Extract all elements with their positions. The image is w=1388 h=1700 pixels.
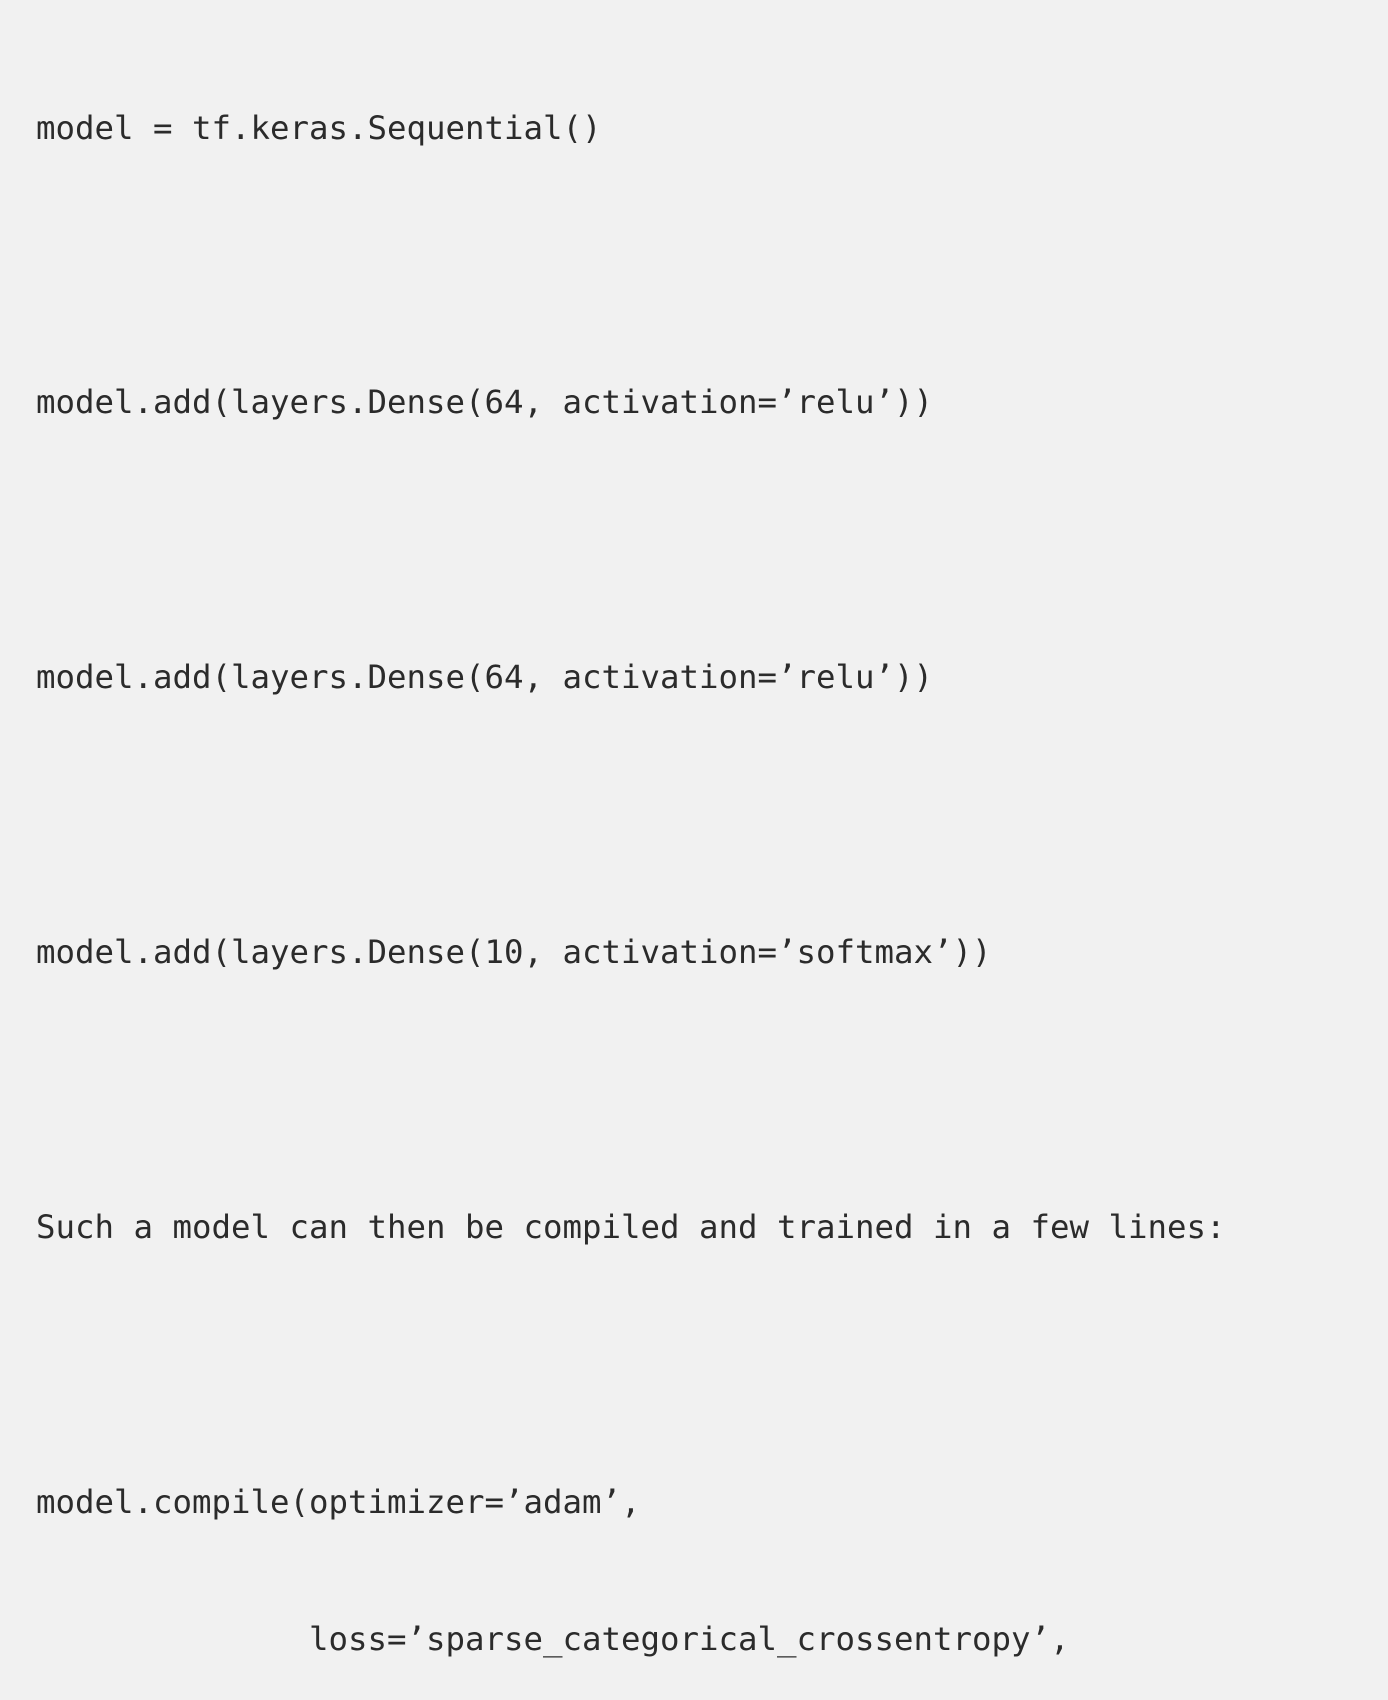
blank-line: [36, 518, 1388, 564]
blank-line: [36, 1067, 1388, 1113]
code-line: model.add(layers.Dense(64, activation=’r…: [36, 658, 934, 697]
code-block: model = tf.keras.Sequential() model.add(…: [36, 14, 1388, 1700]
prose-line: Such a model can then be compiled and tr…: [36, 1207, 1226, 1246]
code-snippet-page: model = tf.keras.Sequential() model.add(…: [36, 108, 1226, 1658]
code-line: model.add(layers.Dense(64, activation=’r…: [36, 383, 934, 422]
blank-line: [36, 793, 1388, 839]
blank-line: [36, 1342, 1388, 1388]
code-line: loss=’sparse_categorical_crossentropy’,: [36, 1619, 1070, 1658]
code-line: model.compile(optimizer=’adam’,: [36, 1482, 641, 1521]
code-line: model = tf.keras.Sequential(): [36, 108, 602, 147]
code-line: model.add(layers.Dense(10, activation=’s…: [36, 932, 992, 971]
blank-line: [36, 243, 1388, 289]
